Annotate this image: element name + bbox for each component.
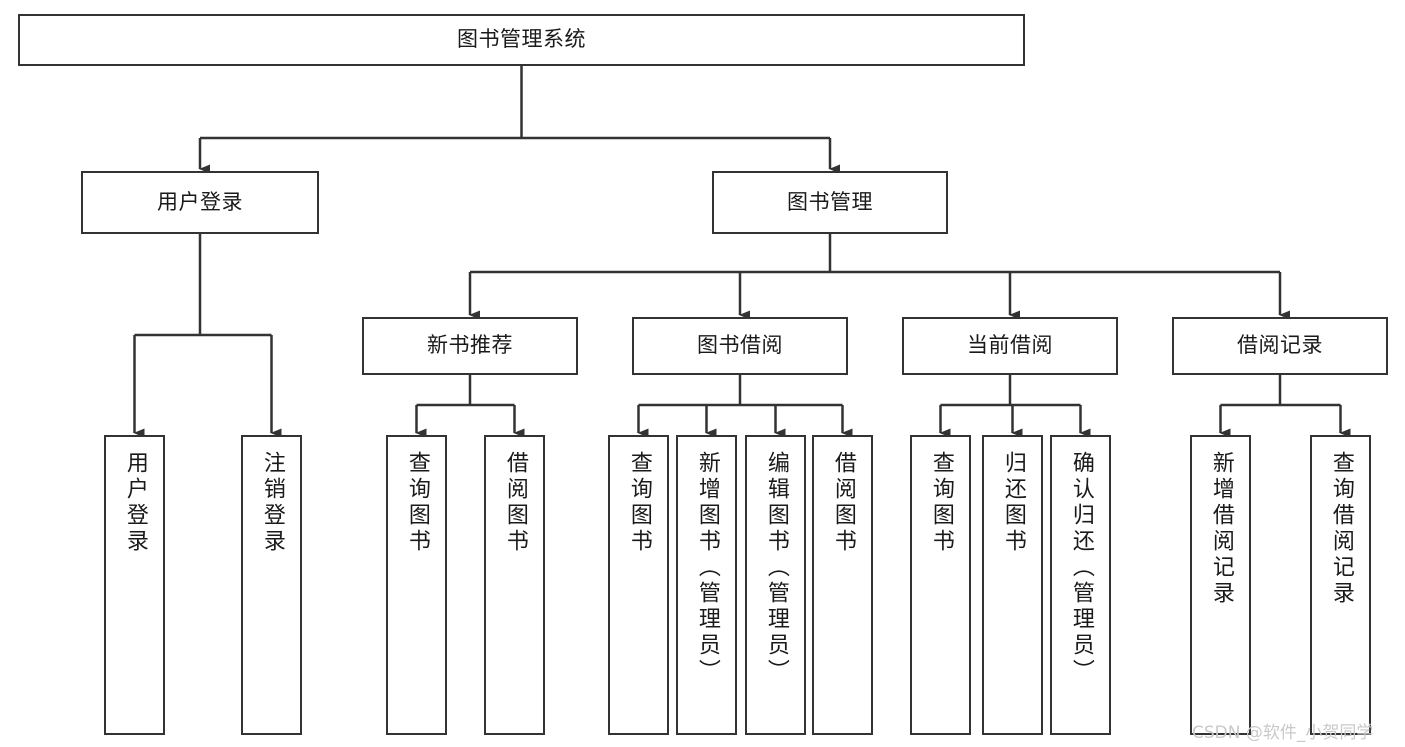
node-label: 查询图书 xyxy=(928,451,954,555)
node-label: 当前借阅 xyxy=(967,333,1053,358)
node-root[interactable]: 图书管理系统 xyxy=(18,14,1025,66)
node-label: 图书借阅 xyxy=(697,333,783,358)
node-leaf-11[interactable]: 确认归还（管理员） xyxy=(1050,435,1111,735)
tree-connectors xyxy=(133,66,1351,438)
node-leaf-3[interactable]: 查询图书 xyxy=(386,435,447,735)
node-label: 借阅记录 xyxy=(1237,333,1323,358)
node-label: 图书管理 xyxy=(787,189,873,214)
node-label: 借阅图书 xyxy=(502,451,528,555)
node-leaf-9[interactable]: 查询图书 xyxy=(910,435,971,735)
node-leaf-5[interactable]: 查询图书 xyxy=(608,435,669,735)
node-records[interactable]: 借阅记录 xyxy=(1172,317,1388,375)
node-label: 确认归还（管理员） xyxy=(1068,451,1094,685)
node-label: 编辑图书（管理员） xyxy=(763,451,789,685)
node-leaf-12[interactable]: 新增借阅记录 xyxy=(1190,435,1251,735)
node-newbook[interactable]: 新书推荐 xyxy=(362,317,578,375)
node-label: 新增图书（管理员） xyxy=(694,451,720,685)
node-label: 注销登录 xyxy=(259,451,285,555)
node-label: 查询图书 xyxy=(404,451,430,555)
node-leaf-10[interactable]: 归还图书 xyxy=(982,435,1043,735)
node-label: 用户登录 xyxy=(157,189,243,214)
node-label: 新书推荐 xyxy=(427,333,513,358)
node-label: 查询借阅记录 xyxy=(1328,451,1354,607)
node-leaf-1[interactable]: 用户登录 xyxy=(104,435,165,735)
node-label: 图书管理系统 xyxy=(457,27,586,52)
watermark-text: CSDN @软件_小贺同学 xyxy=(1192,723,1374,743)
node-leaf-2[interactable]: 注销登录 xyxy=(241,435,302,735)
node-label: 借阅图书 xyxy=(830,451,856,555)
node-leaf-7[interactable]: 编辑图书（管理员） xyxy=(745,435,806,735)
node-label: 归还图书 xyxy=(1000,451,1026,555)
node-label: 用户登录 xyxy=(122,451,148,555)
node-leaf-13[interactable]: 查询借阅记录 xyxy=(1310,435,1371,735)
node-bookmgmt[interactable]: 图书管理 xyxy=(712,171,948,234)
node-leaf-8[interactable]: 借阅图书 xyxy=(812,435,873,735)
node-current[interactable]: 当前借阅 xyxy=(902,317,1118,375)
node-leaf-4[interactable]: 借阅图书 xyxy=(484,435,545,735)
node-login[interactable]: 用户登录 xyxy=(81,171,319,234)
node-borrow[interactable]: 图书借阅 xyxy=(632,317,848,375)
node-label: 查询图书 xyxy=(626,451,652,555)
node-leaf-6[interactable]: 新增图书（管理员） xyxy=(676,435,737,735)
node-label: 新增借阅记录 xyxy=(1208,451,1234,607)
